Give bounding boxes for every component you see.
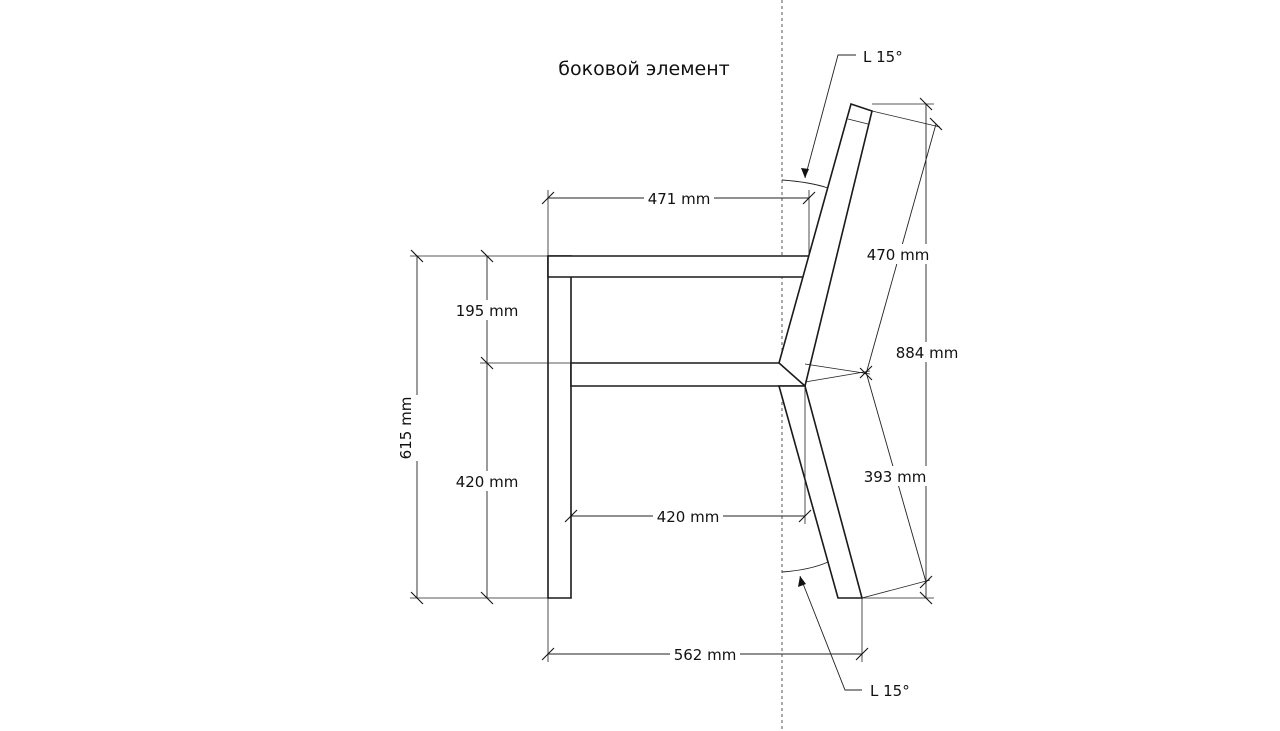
top-angle-arc	[781, 179, 829, 189]
ext-470-bottom	[804, 363, 871, 375]
angle-label-top: L 15°	[863, 48, 903, 66]
tick-inner-b	[480, 356, 494, 370]
tick-470-a	[929, 117, 943, 131]
backrest-upper	[778, 102, 873, 388]
tick-470-b	[859, 367, 873, 381]
back-leg-lower	[777, 385, 864, 599]
tick-471-a	[541, 191, 555, 205]
mask-615	[398, 395, 418, 461]
dim-label-393: 393 mm	[864, 468, 927, 486]
mask-393	[862, 466, 928, 486]
top-angle-leader	[804, 54, 856, 179]
dim-label-420-inner: 420 mm	[657, 508, 720, 526]
tick-393-a	[859, 365, 873, 379]
tick-471-b	[802, 191, 816, 205]
backrest-cap-line	[847, 118, 869, 125]
angle-label-bottom: L 15°	[870, 682, 910, 700]
dim-label-562: 562 mm	[674, 646, 737, 664]
tick-615-b	[410, 591, 424, 605]
mask-420-left	[452, 471, 522, 491]
seat-rail	[570, 362, 806, 387]
tick-562-b	[855, 647, 869, 661]
tick-393-b	[919, 575, 933, 589]
dim-label-420-left: 420 mm	[456, 473, 519, 491]
tick-inner-c	[480, 591, 494, 605]
mask-420-inner	[653, 506, 723, 526]
bottom-angle-arc	[781, 561, 829, 573]
bottom-angle-arrow	[798, 576, 806, 587]
top-rail	[547, 255, 810, 278]
tick-884-a	[919, 97, 933, 111]
dim-label-470: 470 mm	[867, 246, 930, 264]
mask-562	[670, 644, 740, 664]
mask-470	[866, 244, 930, 264]
top-angle-arrow	[801, 168, 809, 178]
tick-inner-a	[480, 249, 494, 263]
ext-393-bottom	[861, 579, 931, 599]
tick-615-a	[410, 249, 424, 263]
dim-label-884: 884 mm	[896, 344, 959, 362]
mask-195	[452, 300, 522, 320]
bottom-angle-leader	[799, 575, 862, 691]
front-leg	[547, 255, 572, 599]
dim-label-195: 195 mm	[456, 302, 519, 320]
tick-884-b	[919, 591, 933, 605]
tick-562-a	[541, 647, 555, 661]
ext-393-top	[804, 370, 871, 383]
drawing-title: боковой элемент	[558, 58, 729, 80]
mask-471	[644, 188, 714, 208]
tick-420-inner-b	[798, 509, 812, 523]
dim-label-615: 615 mm	[397, 397, 415, 460]
tick-420-inner-a	[564, 509, 578, 523]
dim-label-471: 471 mm	[648, 190, 711, 208]
ext-470-top	[871, 110, 941, 128]
mask-884	[894, 342, 960, 362]
